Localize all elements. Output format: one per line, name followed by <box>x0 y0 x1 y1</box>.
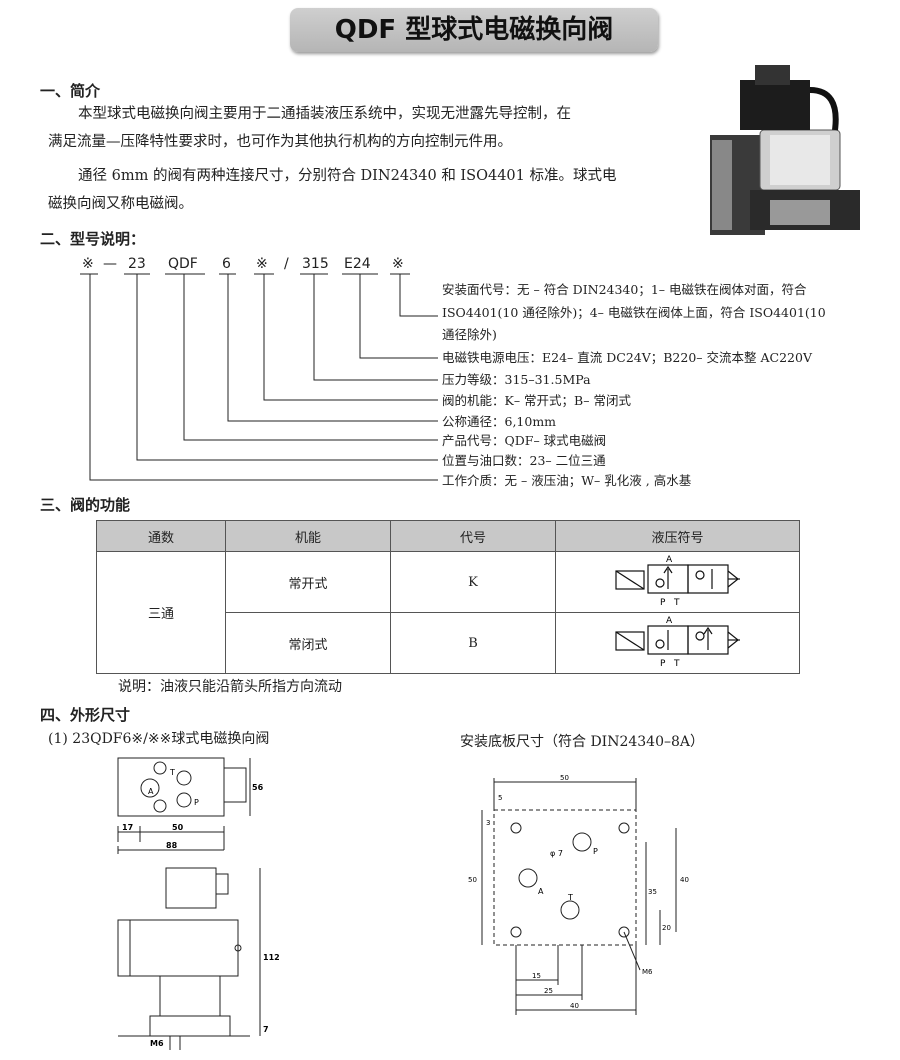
desc-mount-3: 通径除外) <box>442 327 497 342</box>
dims-sub1: (1) 23QDF6※/※※球式电磁换向阀 <box>48 731 270 747</box>
plate-dim-m6: M6 <box>642 968 653 976</box>
plate-dim-25: 25 <box>544 987 553 995</box>
code-slash: / <box>284 256 289 272</box>
code-dash: — <box>103 256 117 272</box>
desc-position: 位置与油口数：23– 二位三通 <box>442 453 606 468</box>
code-diameter: 6 <box>222 256 231 272</box>
code-position: 23 <box>128 256 146 272</box>
code-function: ※ <box>256 256 268 272</box>
port-a-label: A <box>666 555 673 565</box>
plate-dim-40-bottom: 40 <box>570 1002 579 1010</box>
dims-heading: 四、外形尺寸 <box>40 706 131 724</box>
table-header-row: 通数 机能 代号 液压符号 <box>96 520 800 552</box>
plate-dim-5: 5 <box>498 794 502 802</box>
function-table: 通数 机能 代号 液压符号 三通 常开式 K A <box>96 520 800 674</box>
cell-func-b: 常闭式 <box>225 612 391 674</box>
header-symbol: 液压符号 <box>555 520 800 552</box>
desc-diameter: 公称通径：6,10mm <box>442 414 557 429</box>
function-heading: 三、阀的功能 <box>40 496 131 514</box>
plate-port-p: P <box>593 847 598 856</box>
cell-symbol-b: A P T <box>555 612 800 674</box>
dim-50: 50 <box>172 823 184 832</box>
cell-code-k: K <box>390 551 556 613</box>
dims-sub2: 安装底板尺寸（符合 DIN24340–8A） <box>460 734 705 750</box>
drawing-port-t: T <box>169 768 175 777</box>
hydraulic-symbol-k: A P T <box>614 555 740 608</box>
desc-product: 产品代号：QDF– 球式电磁阀 <box>442 433 607 448</box>
valve-photo <box>710 65 860 235</box>
plate-dim-phi7: φ 7 <box>550 849 563 858</box>
cell-code-b: B <box>390 612 556 674</box>
cell-symbol-k: A P T <box>555 551 800 613</box>
header-ports: 通数 <box>96 520 226 552</box>
desc-mount-1: 安装面代号：无 – 符合 DIN24340；1– 电磁铁在阀体对面，符合 <box>442 282 807 297</box>
port-p-label: P <box>660 659 666 668</box>
header-function: 机能 <box>225 520 391 552</box>
dim-7: 7 <box>263 1025 269 1034</box>
intro-heading: 一、简介 <box>40 82 101 100</box>
drawing-port-a: A <box>148 787 154 796</box>
desc-mount-2: ISO4401(10 通径除外)；4– 电磁铁在阀体上面，符合 ISO4401(… <box>442 305 826 320</box>
intro-p1-line2: 满足流量—压降特性要求时，也可作为其他执行机构的方向控制元件用。 <box>48 134 512 150</box>
port-t-label: T <box>673 598 680 607</box>
code-pressure: 315 <box>302 256 329 272</box>
plate-dim-35: 35 <box>648 888 657 896</box>
plate-dim-40-right: 40 <box>680 876 689 884</box>
page-title: QDF 型球式电磁换向阀 <box>290 8 658 52</box>
code-voltage: E24 <box>344 256 371 272</box>
plate-dim-20: 20 <box>662 924 671 932</box>
intro-p2-line2: 磁换向阀又称电磁阀。 <box>48 196 193 212</box>
desc-voltage: 电磁铁电源电压：E24– 直流 DC24V；B220– 交流本整 AC220V <box>442 350 812 365</box>
dim-88: 88 <box>166 841 178 850</box>
model-leader-lines <box>80 273 438 481</box>
cell-func-k: 常开式 <box>225 551 391 613</box>
dim-56: 56 <box>252 783 264 792</box>
plate-dim-50-left: 50 <box>468 876 477 884</box>
port-a-label: A <box>666 616 673 626</box>
dim-112: 112 <box>263 953 280 962</box>
cell-group: 三通 <box>96 551 226 674</box>
model-heading: 二、型号说明： <box>40 230 146 248</box>
code-mount: ※ <box>392 256 404 272</box>
table-row: 三通 常开式 K A P T <box>96 551 800 674</box>
mounting-plate-drawing: 50 50 35 40 20 15 25 40 5 3 φ 7 M6 P A T <box>468 774 689 1015</box>
desc-function: 阀的机能：K– 常开式；B– 常闭式 <box>442 393 631 408</box>
plate-port-a: A <box>538 887 544 896</box>
plate-dim-3: 3 <box>486 819 490 827</box>
plate-dim-50-top: 50 <box>560 774 569 782</box>
plate-port-t: T <box>567 893 573 902</box>
drawing-port-p: P <box>194 798 199 807</box>
intro-p2-line1: 通径 6mm 的阀有两种连接尺寸，分别符合 DIN24340 和 ISO4401… <box>78 168 617 184</box>
code-product: QDF <box>168 256 198 272</box>
port-t-label: T <box>673 659 680 668</box>
valve-outline-drawing: T A P 17 50 88 56 112 7 M6 <box>117 757 280 1050</box>
intro-p1-line1: 本型球式电磁换向阀主要用于二通插装液压系统中，实现无泄露先导控制，在 <box>78 106 571 122</box>
code-medium: ※ <box>82 256 94 272</box>
desc-pressure: 压力等级：315–31.5MPa <box>442 372 591 387</box>
desc-medium: 工作介质：无 – 液压油；W– 乳化液 , 高水基 <box>442 473 692 488</box>
function-note: 说明：油液只能沿箭头所指方向流动 <box>118 679 342 695</box>
header-code: 代号 <box>390 520 556 552</box>
plate-dim-15: 15 <box>532 972 541 980</box>
hydraulic-symbol-b: A P T <box>614 616 740 669</box>
dim-m6: M6 <box>150 1039 164 1048</box>
table-row: 常闭式 B A P T <box>97 612 800 674</box>
port-p-label: P <box>660 598 666 607</box>
dim-17: 17 <box>122 823 133 832</box>
